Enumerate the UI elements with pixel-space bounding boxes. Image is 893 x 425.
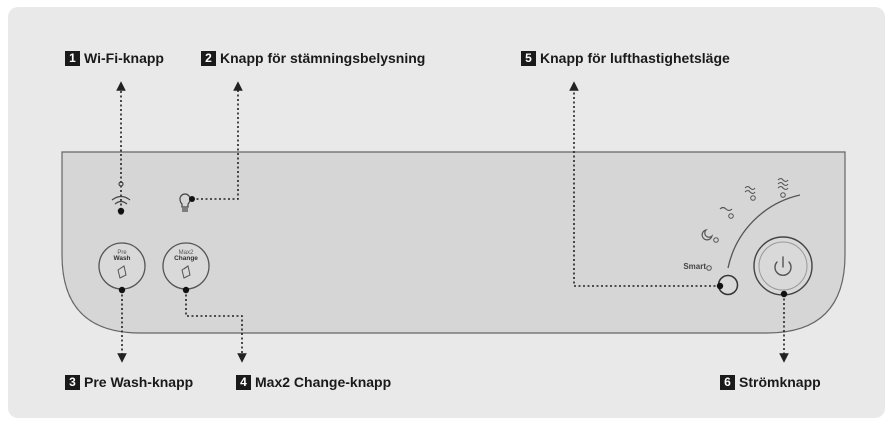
max2-anchor-dot: [182, 286, 190, 294]
light-anchor-dot: [189, 196, 195, 202]
leader-light: [192, 81, 243, 200]
sleep-indicator: [713, 237, 719, 243]
max2-top-text: Max2: [178, 250, 194, 256]
power-icon: [774, 256, 792, 276]
callout-number: 2: [201, 50, 216, 66]
max2-button-text: Max2 Change: [166, 250, 206, 263]
fan-mid-icon: [744, 185, 756, 195]
fan-high-icon: [777, 177, 789, 191]
smart-label: Smart: [683, 262, 706, 271]
callout-text: Max2 Change-knapp: [255, 374, 392, 390]
fan-low-icon: [719, 206, 733, 212]
control-panel: [61, 151, 846, 334]
callout-prewash: 3 Pre Wash-knapp: [65, 374, 193, 390]
leader-max2: [185, 290, 247, 363]
callout-number: 6: [720, 374, 735, 390]
filter-icon: [117, 265, 127, 279]
callout-text: Knapp för stämningsbelysning: [220, 50, 426, 66]
power-button-ring: [758, 241, 808, 291]
callout-max2: 4 Max2 Change-knapp: [236, 374, 391, 390]
callout-number: 1: [65, 50, 80, 66]
callout-wifi: 1 Wi-Fi-knapp: [65, 50, 164, 66]
callout-number: 3: [65, 374, 80, 390]
callout-text: Knapp för lufthastighetsläge: [540, 50, 730, 66]
leader-lines: [116, 81, 789, 363]
callout-text: Wi-Fi-knapp: [84, 50, 164, 66]
max2-bottom-text: Change: [174, 255, 198, 263]
low-indicator: [728, 213, 734, 219]
prewash-anchor-dot: [118, 286, 126, 294]
airspeed-anchor-dot: [716, 282, 724, 290]
callout-text: Pre Wash-knapp: [84, 374, 194, 390]
wifi-anchor-dot: [117, 207, 125, 215]
prewash-button-text: Pre Wash: [102, 250, 142, 263]
callout-number: 5: [521, 50, 536, 66]
lightbulb-icon[interactable]: [179, 193, 191, 212]
callout-text: Strömknapp: [739, 374, 821, 390]
mid-indicator: [750, 195, 756, 201]
prewash-top-text: Pre: [117, 250, 127, 256]
filter-icon: [181, 265, 191, 279]
callout-power: 6 Strömknapp: [720, 374, 821, 390]
callout-airspeed: 5 Knapp för lufthastighetsläge: [521, 50, 730, 66]
smart-indicator: [706, 265, 712, 271]
leader-airspeed: [569, 81, 720, 287]
prewash-bottom-text: Wash: [113, 255, 131, 263]
moon-icon: [701, 228, 714, 241]
callout-number: 4: [236, 374, 251, 390]
callout-mood-light: 2 Knapp för stämningsbelysning: [201, 50, 425, 66]
power-anchor-dot: [780, 290, 788, 298]
airspeed-arc: [727, 194, 801, 269]
high-indicator: [780, 192, 786, 198]
